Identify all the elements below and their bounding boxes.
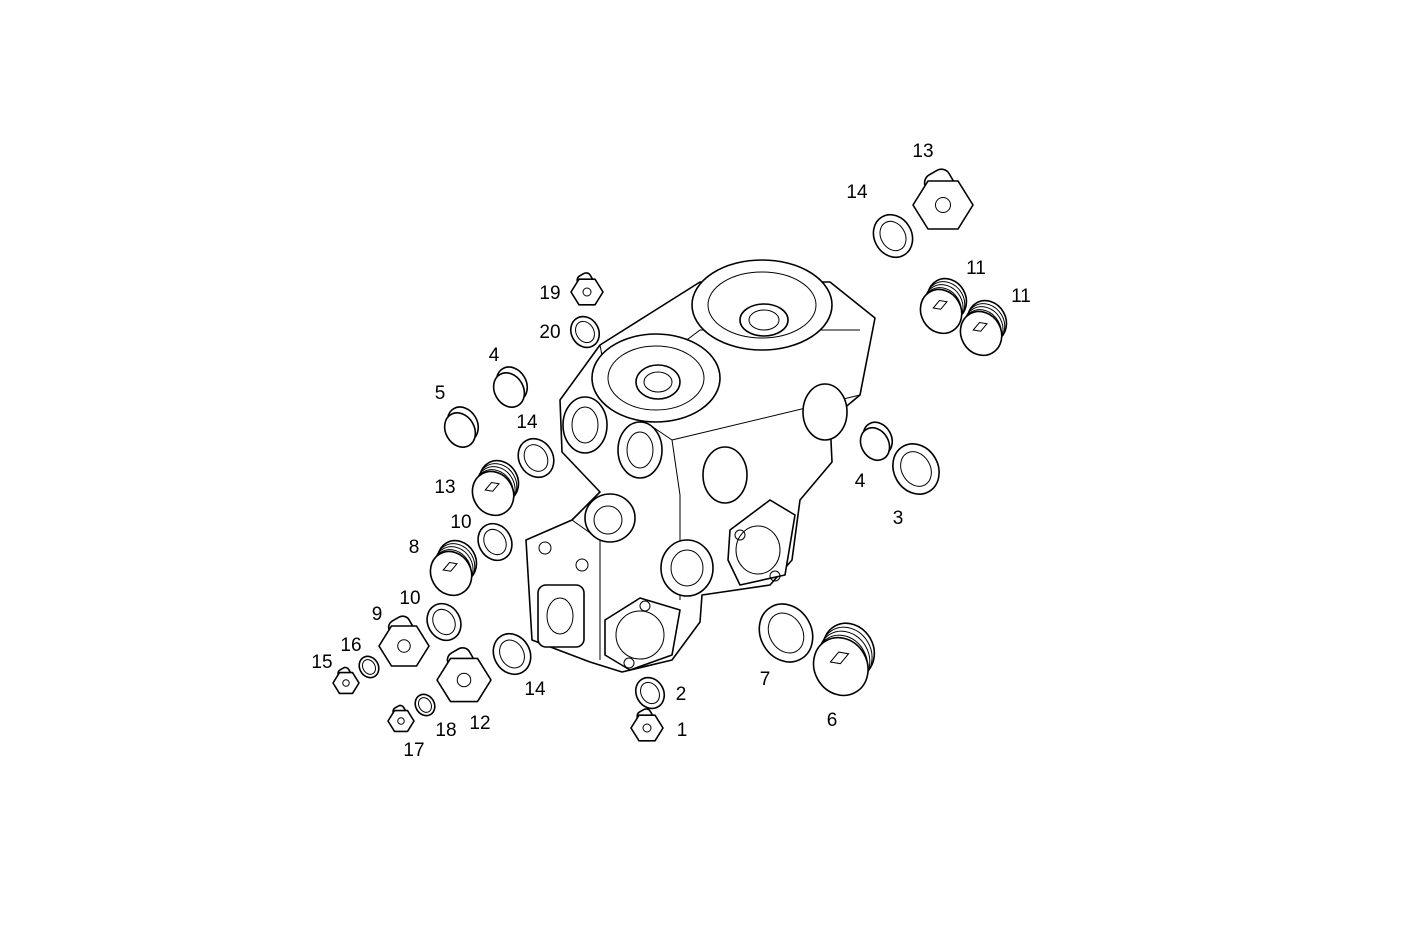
washer <box>358 655 380 679</box>
callout-label: 14 <box>846 182 868 203</box>
callout-label: 5 <box>435 383 446 404</box>
callout-label: 15 <box>311 652 332 673</box>
callout-label: 6 <box>827 710 838 731</box>
callout-label: 4 <box>489 345 500 366</box>
callout-label: 1 <box>677 720 688 741</box>
washer <box>634 676 666 710</box>
callout-label: 17 <box>403 740 424 761</box>
callout-label: 14 <box>524 679 546 700</box>
callout-label: 13 <box>912 141 933 162</box>
hex-plug <box>378 615 430 667</box>
seal-ring <box>892 443 940 495</box>
bolt <box>332 666 360 695</box>
callout-label: 10 <box>450 512 471 533</box>
sleeve-plug <box>443 406 480 448</box>
socket-plug <box>471 459 520 517</box>
cap <box>859 421 894 462</box>
callout-label: 2 <box>676 684 687 705</box>
callout-label: 4 <box>855 471 866 492</box>
callout-label: 7 <box>760 669 771 690</box>
hex-plug <box>436 646 492 703</box>
cap <box>492 366 529 408</box>
callout-label: 20 <box>539 322 560 343</box>
washer <box>569 315 601 349</box>
seal-ring <box>517 437 555 479</box>
threaded-plug <box>959 299 1008 357</box>
seal-ring <box>758 603 814 663</box>
callout-label: 16 <box>340 635 361 656</box>
callout-label: 12 <box>469 713 490 734</box>
hex-plug <box>912 168 974 230</box>
callout-label: 13 <box>434 477 455 498</box>
bolt <box>387 704 415 733</box>
callout-label: 18 <box>435 720 456 741</box>
valve-housing <box>525 259 876 673</box>
socket-plug <box>429 539 478 597</box>
socket-plug <box>812 622 876 697</box>
threaded-plug <box>919 277 968 335</box>
washer <box>414 693 436 717</box>
seal-ring <box>872 213 914 259</box>
seal-ring <box>426 602 462 642</box>
hex-bolt <box>570 272 604 306</box>
callout-label: 19 <box>539 283 560 304</box>
callout-label: 11 <box>1011 286 1031 307</box>
callout-label: 11 <box>966 258 986 279</box>
callout-label: 9 <box>372 604 383 625</box>
seal-ring <box>477 522 513 562</box>
callout-label: 3 <box>893 508 904 529</box>
hex-nut <box>630 708 664 742</box>
callout-label: 10 <box>399 588 420 609</box>
callout-label: 8 <box>409 537 420 558</box>
callout-label: 14 <box>516 412 538 433</box>
seal-ring <box>492 632 532 676</box>
